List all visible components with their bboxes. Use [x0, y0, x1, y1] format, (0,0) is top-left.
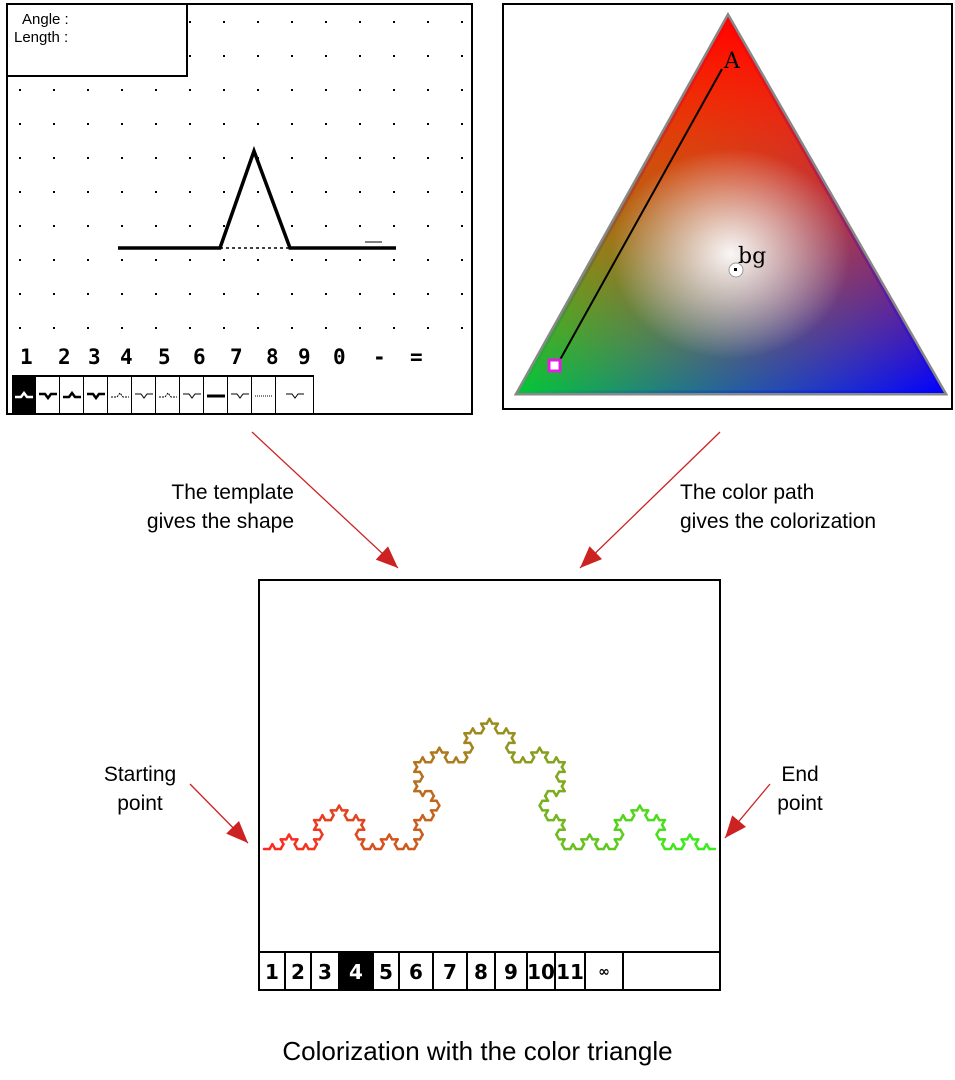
- key-label-1: 1: [20, 345, 33, 369]
- key-label-7: 7: [230, 345, 243, 369]
- start-marker-label: A: [724, 49, 740, 74]
- tool-0-button[interactable]: [228, 377, 252, 415]
- start-caption-line-1: Starting: [103, 763, 177, 786]
- iteration-button-10[interactable]: 10: [527, 953, 556, 991]
- end-point-arrow: [724, 783, 771, 839]
- key-label-5: 5: [158, 345, 171, 369]
- tool-7-button[interactable]: [156, 377, 180, 415]
- length-label: Length :: [14, 29, 69, 46]
- end-caption-line-2: point: [777, 792, 823, 815]
- generator-glyph-icon: [254, 395, 273, 397]
- end-caption: End point: [770, 760, 830, 818]
- generator-glyph-icon: [86, 392, 105, 401]
- template-caption-line-1: The template: [171, 481, 294, 504]
- tool-5-button[interactable]: [108, 377, 132, 415]
- tool-2-button[interactable]: [36, 377, 60, 415]
- generator-shape: [118, 145, 396, 250]
- fractal-canvas: [262, 717, 717, 851]
- iteration-button-8[interactable]: 8: [468, 953, 496, 991]
- tool-8-button[interactable]: [180, 377, 204, 415]
- info-box: Angle : Length :: [8, 5, 188, 77]
- tool-9-button[interactable]: [204, 377, 228, 415]
- iteration-button-7[interactable]: 7: [434, 953, 468, 991]
- generator-glyph-icon: [206, 394, 225, 398]
- template-caption: The template gives the shape: [140, 478, 294, 536]
- tool-minus-button[interactable]: [252, 377, 276, 415]
- color-path-start-marker: [547, 358, 562, 373]
- generator-glyph-icon: [158, 392, 177, 398]
- template-caption-line-2: gives the shape: [146, 510, 294, 533]
- tool-4-button[interactable]: [84, 377, 108, 415]
- color-path-caption: The color path gives the colorization: [680, 478, 876, 536]
- color-path-line: [555, 68, 723, 368]
- key-label-10: 0: [333, 345, 346, 369]
- tool-3-button[interactable]: [60, 377, 84, 415]
- iteration-button-4[interactable]: 4: [340, 953, 374, 991]
- tool-equals-button[interactable]: [276, 377, 314, 415]
- iteration-button-2[interactable]: 2: [286, 953, 312, 991]
- iteration-button-5[interactable]: 5: [374, 953, 400, 991]
- start-point-arrow: [189, 783, 249, 844]
- iteration-button-3[interactable]: 3: [312, 953, 340, 991]
- color-triangle-window: A bg: [502, 3, 953, 410]
- generator-glyph-icon: [182, 393, 201, 399]
- key-label-3: 3: [88, 345, 101, 369]
- end-caption-line-1: End: [781, 763, 819, 786]
- template-tool-strip: [12, 375, 314, 417]
- color-triangle-canvas[interactable]: [504, 5, 951, 408]
- template-canvas[interactable]: [8, 5, 471, 375]
- start-caption: Starting point: [88, 760, 192, 818]
- generator-glyph-icon: [285, 393, 304, 399]
- key-label-6: 6: [193, 345, 206, 369]
- background-marker-dot: [734, 268, 737, 271]
- iteration-blank-cell[interactable]: [624, 953, 719, 991]
- generator-glyph-icon: [110, 392, 129, 398]
- key-label-11: -: [373, 345, 386, 369]
- footer-caption: Colorization with the color triangle: [282, 1036, 673, 1066]
- white-center: [518, 17, 944, 393]
- tool-6-button[interactable]: [132, 377, 156, 415]
- iteration-button-6[interactable]: 6: [400, 953, 434, 991]
- key-label-8: 8: [266, 345, 279, 369]
- color-path-caption-line-2: gives the colorization: [680, 510, 877, 533]
- key-label-4: 4: [120, 345, 133, 369]
- color-path-caption-line-1: The color path: [680, 481, 815, 504]
- key-label-9: 9: [298, 345, 311, 369]
- generator-glyph-icon: [134, 393, 153, 399]
- generator-glyph-icon: [230, 393, 249, 399]
- iteration-button-9[interactable]: 9: [496, 953, 528, 991]
- angle-label: Angle :: [22, 11, 69, 28]
- background-marker-label: bg: [738, 244, 767, 269]
- key-label-12: =: [410, 345, 423, 369]
- iteration-button-1[interactable]: 1: [260, 953, 286, 991]
- start-caption-line-2: point: [117, 792, 163, 815]
- tool-1-button[interactable]: [12, 377, 36, 415]
- generator-glyph-icon: [38, 392, 57, 401]
- key-label-2: 2: [58, 345, 71, 369]
- iteration-button-11[interactable]: 11: [556, 953, 586, 991]
- generator-glyph-icon: [62, 391, 81, 399]
- iteration-button-infinity[interactable]: ∞: [586, 953, 624, 991]
- generator-glyph-icon: [14, 391, 33, 399]
- koch-fractal: [262, 717, 717, 851]
